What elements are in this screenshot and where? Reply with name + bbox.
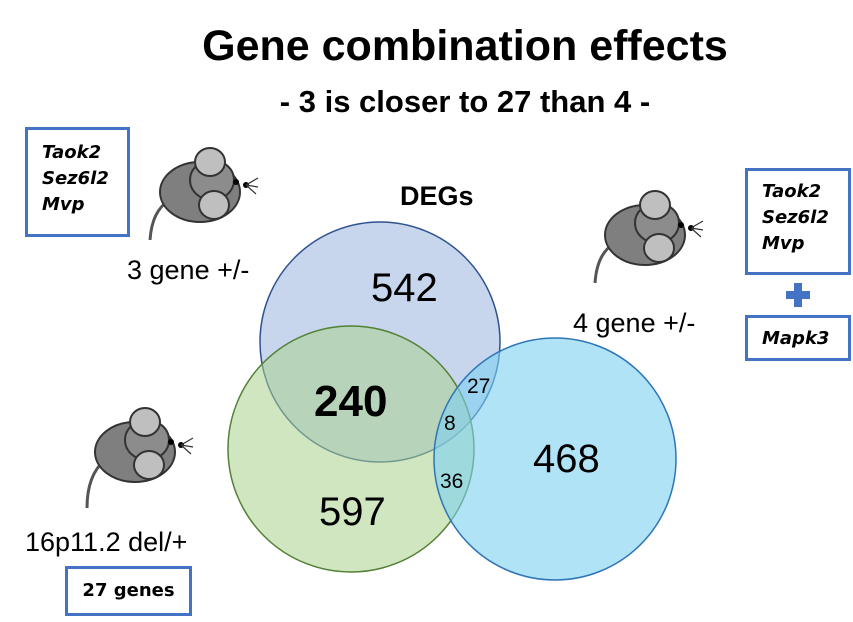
label-4-gene: 4 gene +/- [573,308,696,338]
degs-label: DEGs [400,181,474,211]
label-16p11-del: 16p11.2 del/+ [25,527,188,557]
gene-name: Taok2 [42,142,102,163]
mouse-icon [148,147,259,240]
gene-box-mapk3: Mapk3 [745,315,851,361]
page-subtitle: - 3 is closer to 27 than 4 - [279,84,651,119]
plus-icon [786,283,810,307]
gene-name: Mvp [42,194,85,215]
count-del-only: 597 [319,490,386,534]
gene-name: Mapk3 [762,328,830,349]
count-3-gene-del-overlap: 240 [314,377,388,426]
count-3-gene-only: 542 [371,266,438,310]
gene-box-3-gene: Taok2 Sez6l2 Mvp [25,127,130,237]
mouse-icon [593,190,704,283]
count-3-4-overlap: 27 [467,375,491,398]
mouse-icon [85,407,194,509]
gene-count: 27 genes [82,580,175,601]
gene-name: Taok2 [762,181,822,202]
count-4-gene-only: 468 [533,437,600,481]
page-title: Gene combination effects [202,22,728,70]
circle-4-gene [433,337,677,581]
gene-box-27-genes: 27 genes [65,566,192,616]
gene-name: Sez6l2 [762,207,829,228]
count-all-overlap: 8 [444,412,456,435]
label-3-gene: 3 gene +/- [127,255,250,285]
count-del-4-overlap: 36 [440,470,464,493]
gene-name: Sez6l2 [42,168,109,189]
gene-box-4-gene: Taok2 Sez6l2 Mvp [745,168,851,275]
gene-name: Mvp [762,233,805,254]
